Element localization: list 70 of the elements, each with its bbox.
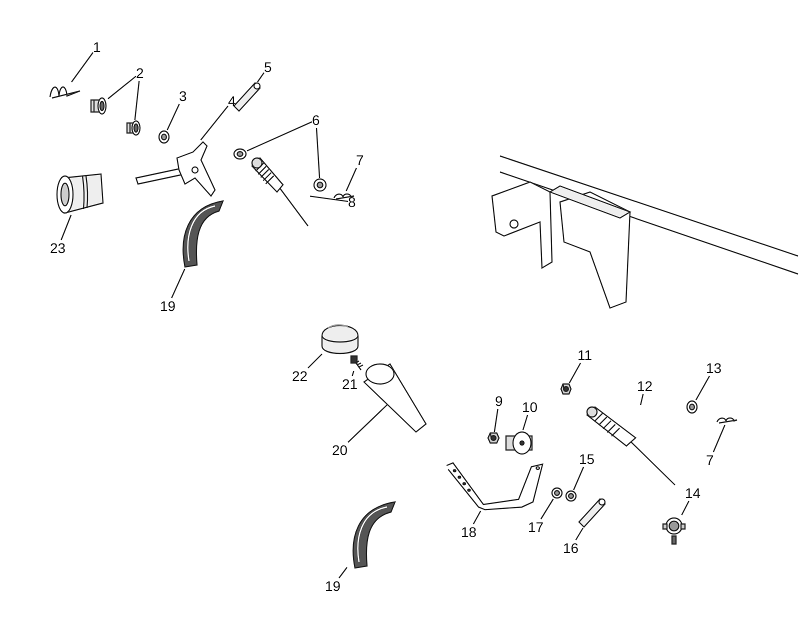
callout-number: 19: [325, 578, 341, 594]
callout-number: 17: [528, 519, 544, 535]
hair-pin-clip-drawing: [715, 415, 739, 425]
callout-number: 2: [136, 65, 144, 81]
leader-line: [695, 376, 710, 400]
cable-retainer-drawing: [662, 515, 686, 545]
callout-number: 7: [356, 152, 364, 168]
callout-number: 16: [563, 540, 579, 556]
washer-drawing: [233, 148, 247, 160]
leader-line: [134, 80, 140, 120]
pivot-pin-drawing: [578, 498, 606, 528]
leader-line: [310, 196, 348, 202]
leader-line: [60, 214, 72, 240]
callout-number: 4: [228, 93, 236, 109]
leader-line: [316, 128, 320, 178]
callout-number: 10: [522, 399, 538, 415]
leader-line: [108, 76, 136, 100]
callout-number: 5: [264, 59, 272, 75]
shift-handle-drawing: [362, 362, 428, 434]
leader-line: [640, 394, 644, 406]
bushing-drawing: [126, 120, 142, 136]
leader-line: [522, 414, 528, 430]
nut-drawing: [560, 383, 572, 395]
leader-line: [338, 566, 348, 578]
leader-line: [352, 370, 354, 376]
callout-number: 3: [179, 88, 187, 104]
leader-line: [348, 404, 388, 443]
leader-line: [71, 52, 94, 82]
leader-line: [246, 121, 312, 152]
leader-line: [568, 362, 582, 384]
washer-drawing: [686, 400, 698, 414]
leader-line: [575, 528, 584, 540]
leader-line: [573, 466, 584, 490]
screw-drawing: [350, 355, 362, 371]
nut-drawing: [487, 432, 500, 444]
callout-number: 23: [50, 240, 66, 256]
callout-number: 15: [579, 451, 595, 467]
washer-drawing: [313, 178, 327, 192]
leader-line: [346, 168, 357, 192]
washer-drawing: [551, 487, 563, 499]
callout-number: 1: [93, 39, 101, 55]
leader-line: [308, 354, 322, 368]
callout-number: 18: [461, 524, 477, 540]
callout-number: 20: [332, 442, 348, 458]
callout-number: 7: [706, 452, 714, 468]
callout-number: 19: [160, 298, 176, 314]
leader-line: [171, 268, 186, 298]
spacer-drawing: [505, 430, 533, 456]
callout-number: 6: [312, 112, 320, 128]
leader-line: [200, 106, 228, 140]
leader-line: [166, 104, 180, 130]
callout-number: 11: [578, 347, 592, 363]
leader-line: [712, 424, 726, 452]
callout-number: 9: [495, 393, 503, 409]
callout-number: 21: [342, 376, 358, 392]
bushing-drawing: [90, 97, 108, 115]
leader-line: [494, 408, 498, 432]
washer-drawing: [565, 490, 577, 502]
leader-line: [257, 72, 264, 82]
callout-number: 12: [637, 378, 653, 394]
washer-drawing: [158, 130, 170, 144]
leader-line: [681, 500, 690, 516]
leader-line: [540, 498, 554, 520]
callout-number: 13: [706, 360, 722, 376]
shift-bracket-drawing: [445, 459, 545, 511]
callout-number: 8: [348, 194, 356, 210]
leader-line: [472, 510, 482, 524]
shift-cable-drawing: [250, 156, 310, 228]
callout-number: 22: [292, 368, 308, 384]
callout-number: 14: [685, 485, 701, 501]
